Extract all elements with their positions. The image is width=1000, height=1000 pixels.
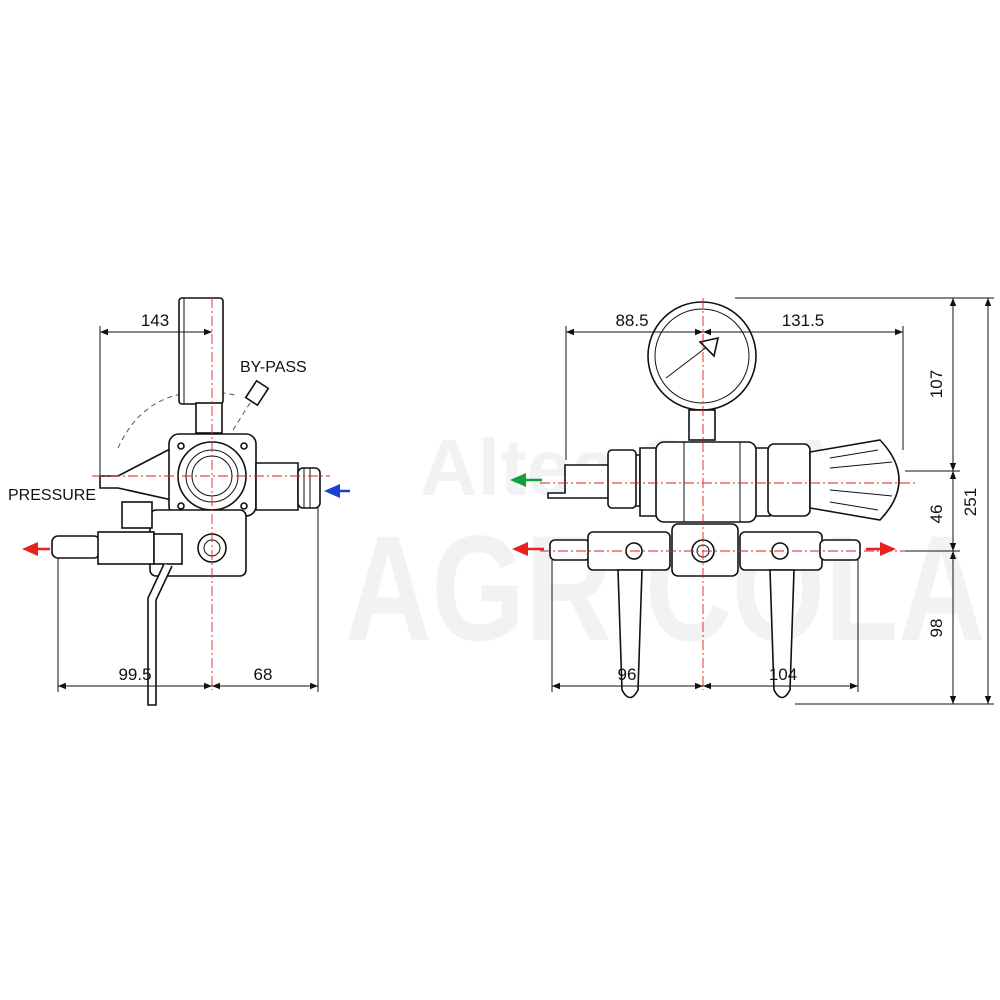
flow-arrows bbox=[22, 473, 896, 556]
return-arrow bbox=[510, 473, 542, 487]
dim-46: 46 bbox=[927, 505, 946, 524]
gauge-stem-front bbox=[688, 409, 716, 441]
dim-143: 143 bbox=[141, 311, 169, 330]
dim-88-5: 88.5 bbox=[615, 311, 648, 330]
regulator-collar bbox=[767, 443, 811, 517]
right-lever bbox=[769, 569, 795, 699]
bypass-label: BY-PASS bbox=[240, 359, 307, 376]
dim-98: 98 bbox=[927, 619, 946, 638]
regulator-knob bbox=[809, 439, 900, 521]
dim-107: 107 bbox=[927, 370, 946, 398]
bypass-tip bbox=[244, 379, 270, 407]
inlet-pipe bbox=[255, 462, 299, 511]
pressure-label: PRESSURE bbox=[8, 487, 96, 504]
outlet-left-arrow bbox=[512, 542, 544, 556]
left-outlet-hose bbox=[51, 535, 101, 559]
dim-251: 251 bbox=[961, 488, 980, 516]
outlet-right-arrow bbox=[866, 542, 896, 556]
gauge-side bbox=[178, 297, 224, 405]
dimensions: 143 99.5 68 88.5 131.5 96 104 107 46 98 bbox=[57, 297, 994, 705]
dim-68: 68 bbox=[254, 665, 273, 684]
gauge-stem bbox=[195, 402, 223, 434]
inlet-connector bbox=[297, 467, 321, 509]
front-view bbox=[540, 298, 915, 699]
left-outlet-valve bbox=[97, 531, 155, 565]
side-lever bbox=[147, 563, 173, 706]
pressure-cone bbox=[99, 446, 173, 501]
dim-104: 104 bbox=[769, 665, 797, 684]
lower-tab bbox=[121, 501, 153, 529]
left-outlet-arrow bbox=[22, 542, 50, 556]
inlet-arrow bbox=[324, 484, 350, 498]
outlet-right-hose bbox=[819, 539, 861, 561]
left-lever bbox=[617, 569, 643, 699]
side-view bbox=[51, 297, 330, 706]
left-outlet-knob bbox=[153, 533, 183, 565]
dim-96: 96 bbox=[618, 665, 637, 684]
pressure-gauge bbox=[647, 301, 757, 411]
dim-131-5: 131.5 bbox=[782, 311, 825, 330]
watermark-line2: AGRICOLA bbox=[345, 504, 985, 672]
dim-99-5: 99.5 bbox=[118, 665, 151, 684]
outlet-left-hose bbox=[549, 539, 591, 561]
